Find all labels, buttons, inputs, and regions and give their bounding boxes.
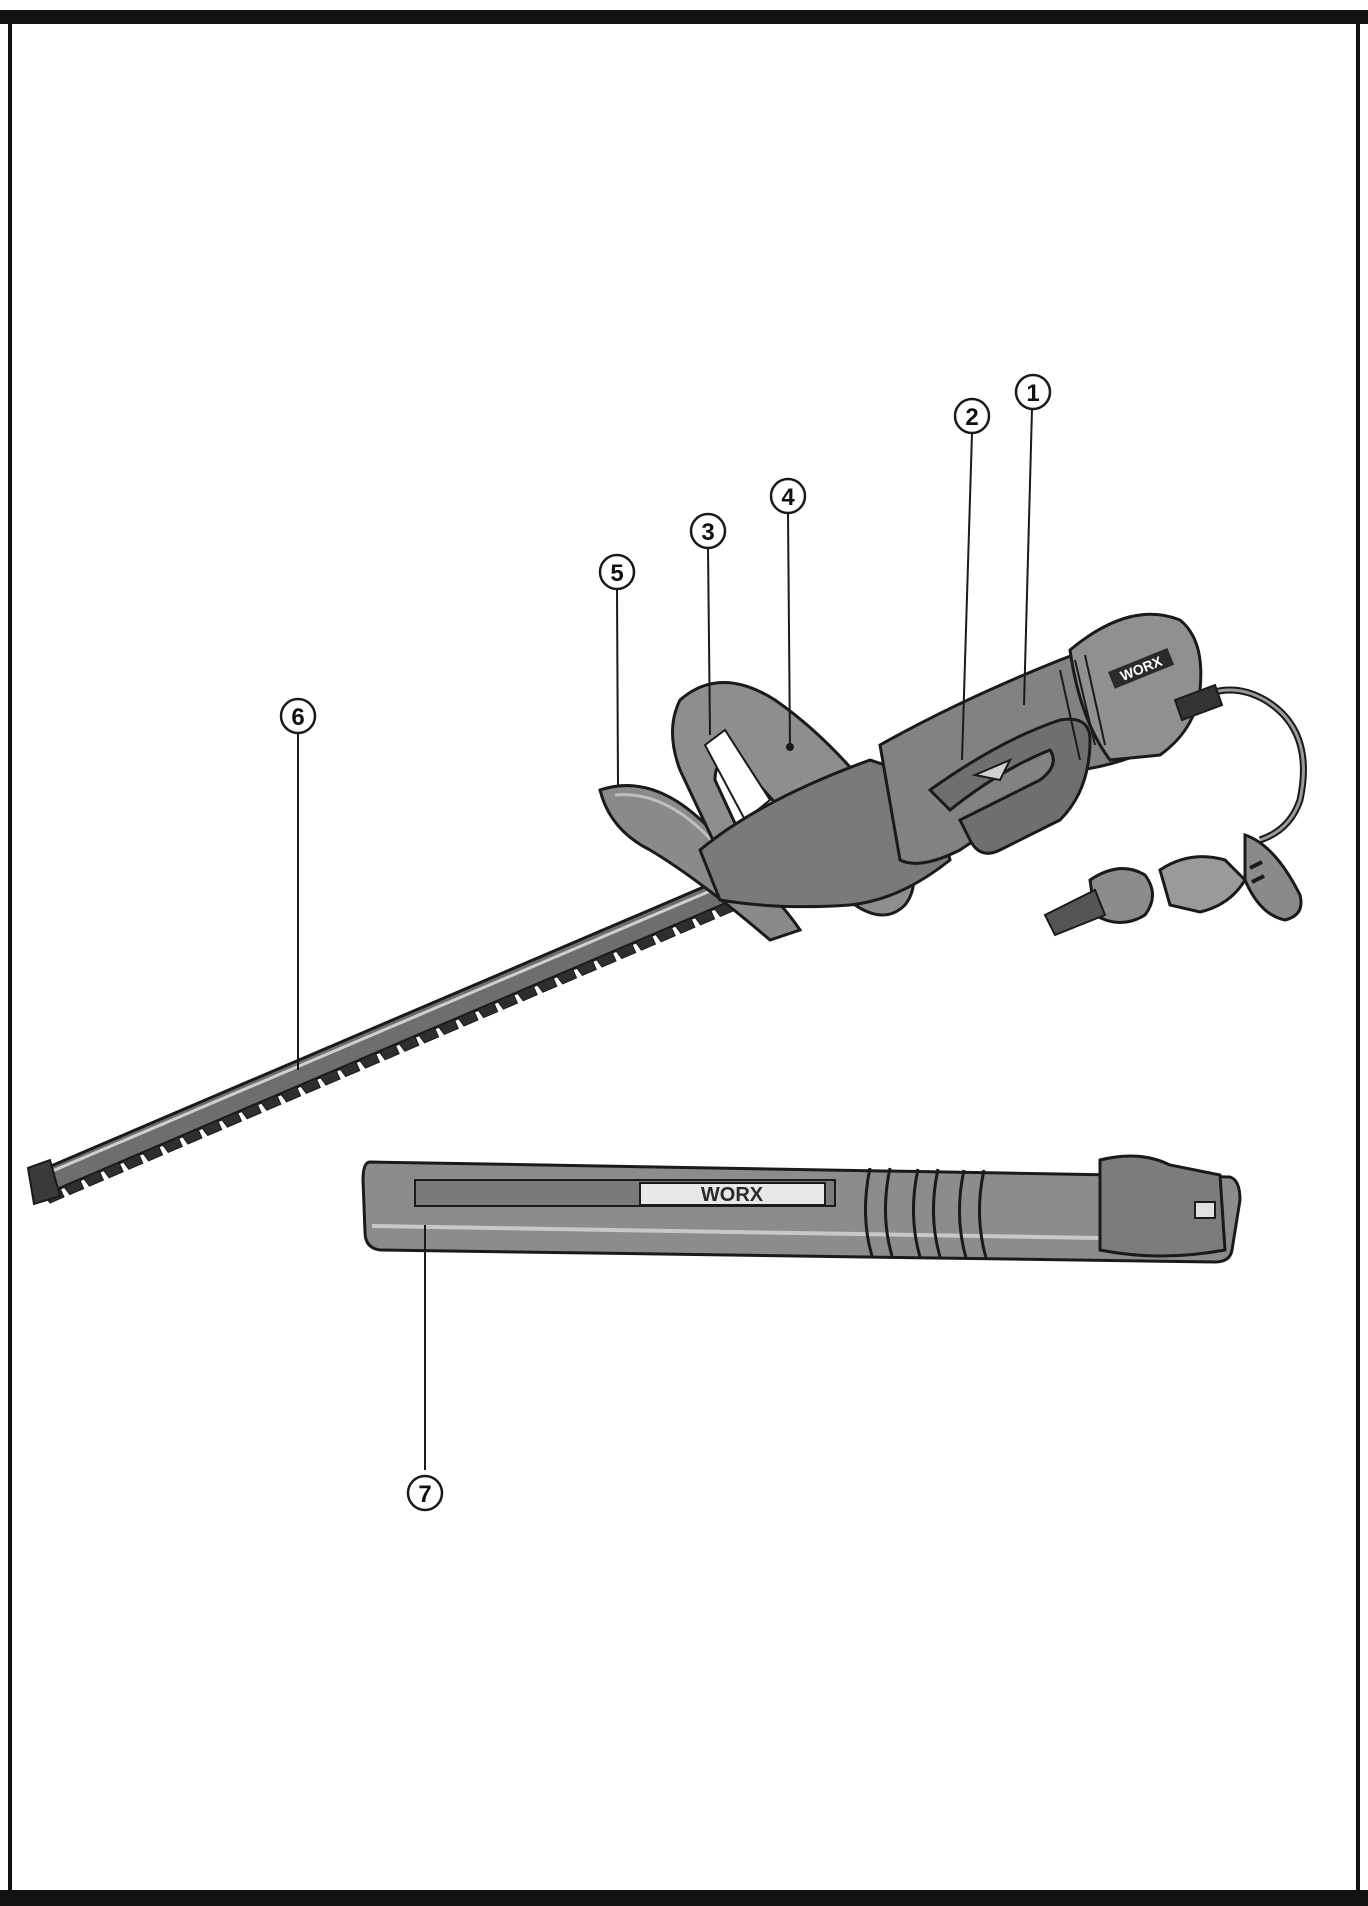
callout-5: 5	[598, 553, 636, 591]
svg-text:6: 6	[291, 704, 304, 731]
cutting-blade	[26, 878, 755, 1206]
power-cord	[1043, 683, 1307, 937]
blade-tooth	[181, 1128, 203, 1145]
blade-tooth	[496, 993, 519, 1010]
blade-tooth	[260, 1094, 282, 1111]
blade-tooth	[220, 1111, 243, 1128]
blade-tooth	[378, 1044, 400, 1061]
callout-1: 1	[1014, 373, 1052, 411]
motor-housing: WORX	[698, 612, 1203, 909]
svg-text:2: 2	[965, 404, 978, 431]
sheath-brand-logo: WORX	[701, 1184, 764, 1206]
frame-top-border	[0, 10, 1368, 24]
blade-tooth	[457, 1010, 479, 1027]
blade-tooth	[476, 1001, 499, 1019]
svg-text:1: 1	[1026, 380, 1039, 407]
blade-tooth	[693, 909, 716, 926]
blade-tooth	[338, 1060, 361, 1078]
blade-tooth	[299, 1077, 321, 1095]
blade-tooth	[141, 1145, 164, 1162]
blade-tooth	[417, 1027, 440, 1044]
blade-tooth	[122, 1153, 144, 1170]
blade-tooth	[200, 1119, 223, 1137]
blade-tooth	[82, 1170, 105, 1187]
blade-tooth	[437, 1018, 459, 1036]
blade-tooth	[279, 1086, 302, 1103]
svg-text:7: 7	[418, 1481, 431, 1508]
svg-text:4: 4	[781, 484, 795, 511]
svg-text:3: 3	[701, 519, 714, 546]
blade-tooth	[398, 1035, 420, 1052]
blade-tooth	[555, 968, 578, 985]
blade-tooth	[102, 1162, 124, 1179]
blade-tooth	[614, 942, 637, 960]
callout-6: 6	[279, 697, 317, 735]
blade-tooth	[240, 1103, 262, 1120]
blade-tooth	[319, 1069, 341, 1086]
blade-tooth	[575, 959, 597, 977]
blade-tooth	[62, 1178, 85, 1196]
svg-text:5: 5	[610, 560, 623, 587]
frame-left-border	[8, 10, 12, 1906]
blade-tooth	[358, 1052, 381, 1069]
blade-tooth	[536, 976, 558, 993]
blade-tooth	[674, 917, 696, 934]
blade-tooth	[654, 926, 676, 943]
blade-tooth	[595, 951, 617, 968]
blade-tooth	[161, 1136, 183, 1154]
callout-2: 2	[953, 397, 991, 435]
blade-teeth	[43, 892, 755, 1204]
callout-4: 4	[769, 477, 807, 515]
frame-right-border	[1356, 10, 1360, 1906]
blade-tooth	[516, 985, 538, 1002]
frame-bottom-border	[0, 1890, 1368, 1906]
blade-tooth	[634, 934, 657, 951]
callout-leaders	[297, 408, 1033, 1470]
callout-3: 3	[689, 512, 727, 550]
callout-7: 7	[406, 1474, 444, 1512]
blade-sheath: WORX	[361, 1154, 1242, 1264]
